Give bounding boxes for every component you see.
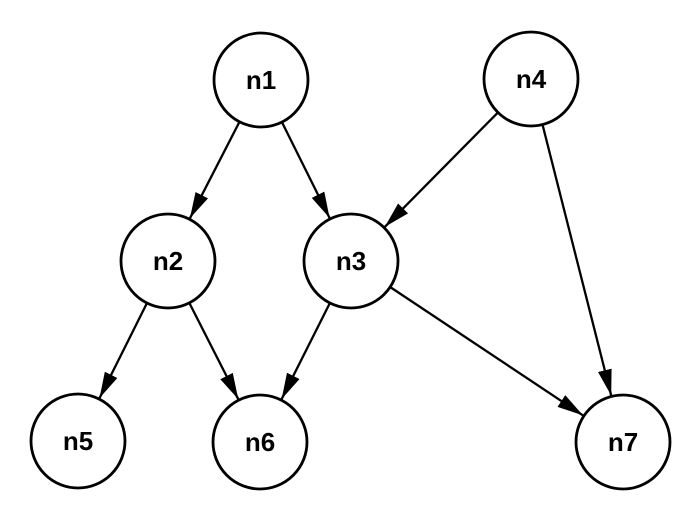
edge-n3-n6 (280, 302, 331, 400)
node-circle-n6 (211, 393, 309, 491)
node-n4: n4 (482, 30, 580, 128)
node-n7: n7 (574, 393, 672, 491)
node-n1: n1 (212, 31, 310, 129)
edge-n2-n6 (188, 302, 240, 400)
node-n2: n2 (119, 212, 217, 310)
edge-n2-n5 (98, 302, 149, 399)
node-label-n7: n7 (608, 427, 638, 457)
node-label-n3: n3 (336, 246, 366, 276)
edge-n4-n3 (383, 111, 499, 228)
edge-n3-n7 (389, 286, 584, 417)
node-circle-n1 (212, 31, 310, 129)
node-n6: n6 (211, 393, 309, 491)
node-circle-n5 (29, 392, 127, 490)
node-label-n5: n5 (63, 426, 93, 456)
node-n5: n5 (29, 392, 127, 490)
node-label-n2: n2 (153, 246, 183, 276)
edge-n1-n2 (188, 121, 241, 219)
node-circle-n4 (482, 30, 580, 128)
node-circle-n3 (302, 212, 400, 310)
node-label-n6: n6 (245, 427, 275, 457)
edge-n4-n7 (541, 124, 613, 396)
node-label-n4: n4 (516, 64, 547, 94)
edge-n1-n3 (280, 121, 331, 219)
node-circle-n2 (119, 212, 217, 310)
node-circle-n7 (574, 393, 672, 491)
node-n3: n3 (302, 212, 400, 310)
node-label-n1: n1 (246, 65, 276, 95)
